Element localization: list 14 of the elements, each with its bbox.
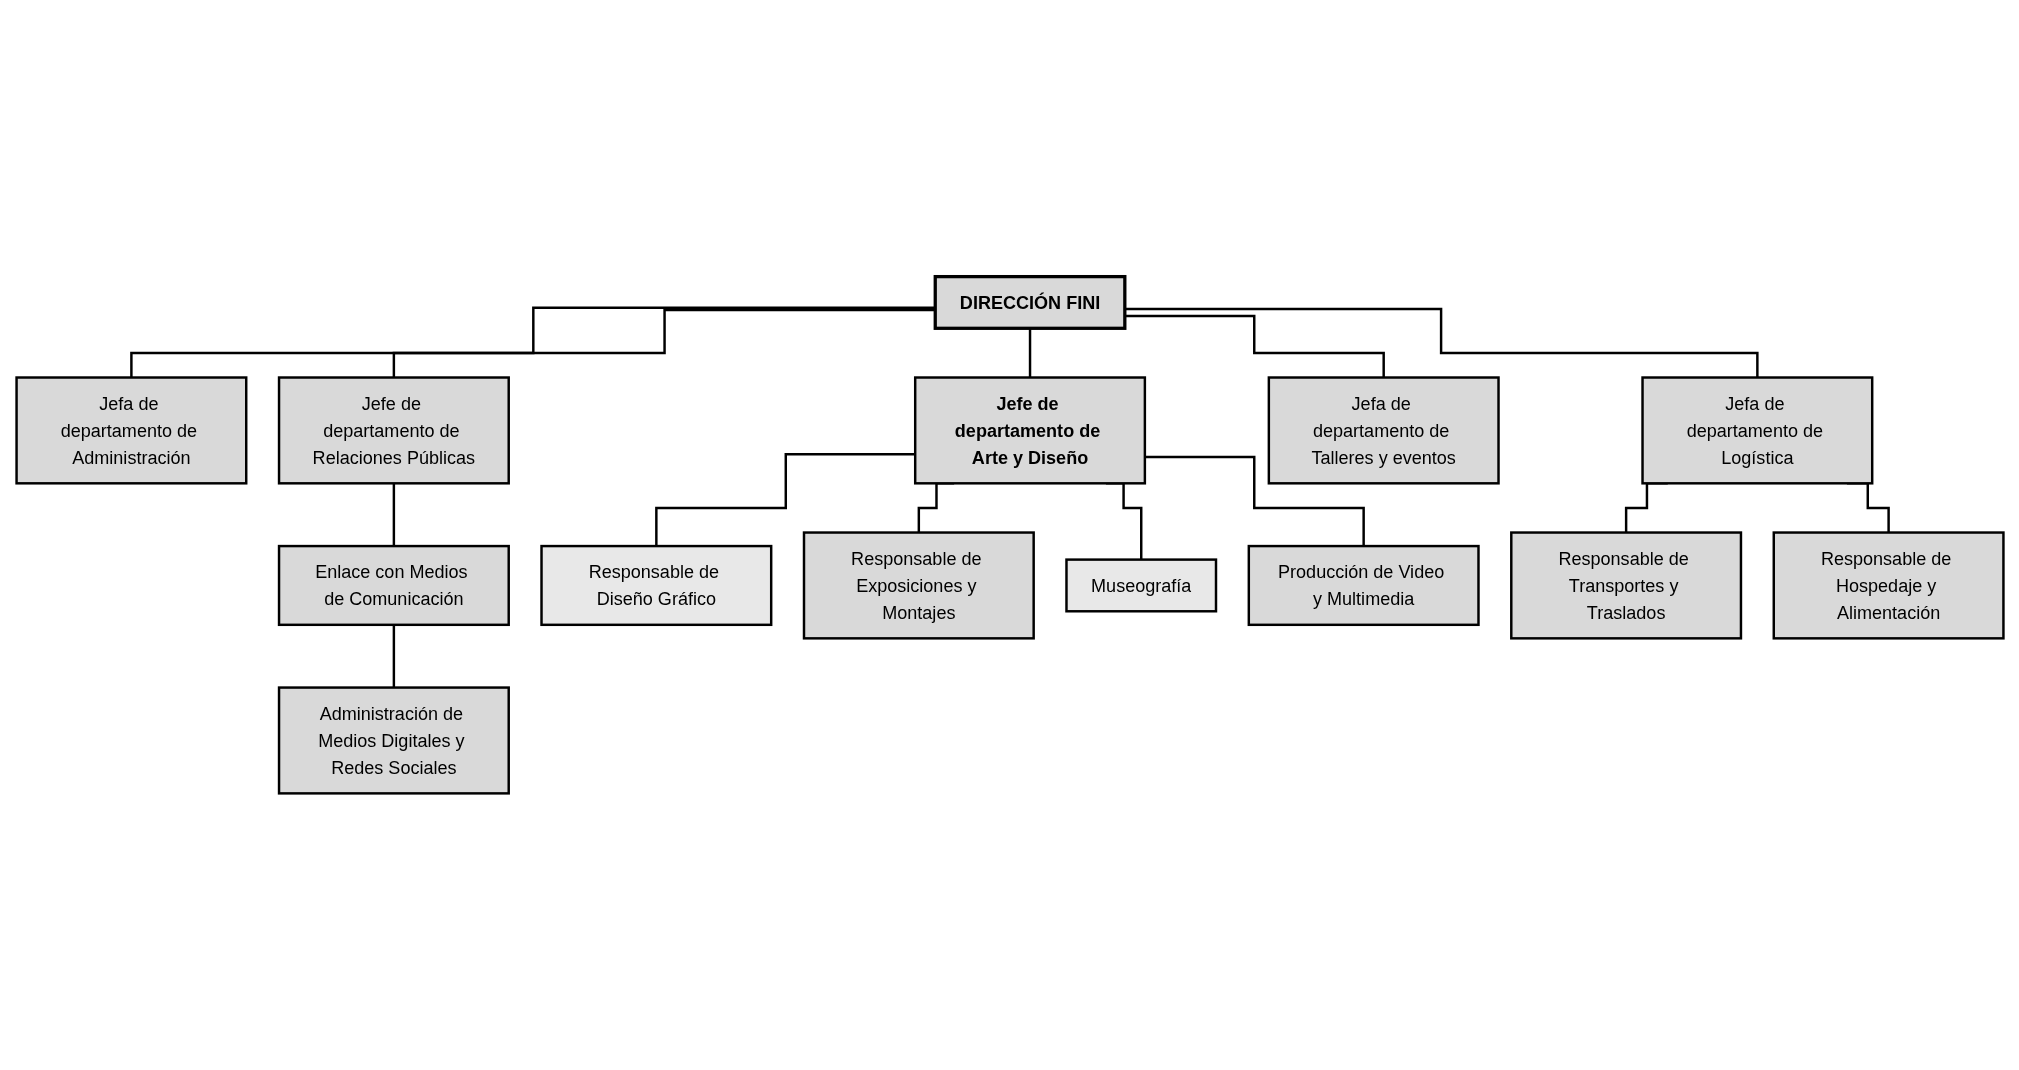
node-box: Museografía bbox=[1064, 558, 1217, 613]
node-box: DIRECCIÓN FINI bbox=[933, 275, 1126, 330]
node-box: Jefe de departamento de Arte y Diseño bbox=[913, 376, 1146, 485]
node-box: Jefa de departamento de Logística bbox=[1640, 376, 1873, 485]
node-box: Enlace con Medios de Comunicación bbox=[277, 544, 510, 627]
node-box: Responsable de Exposiciones y Montajes bbox=[802, 531, 1035, 640]
node-box: Jefe de departamento de Relaciones Públicas bbox=[277, 376, 510, 485]
node-box: Producción de Video y Multimedia bbox=[1247, 544, 1480, 627]
node-box: Jefa de departamento de Administración bbox=[14, 376, 247, 485]
node-box: Responsable de Hospedaje y Alimentación bbox=[1772, 531, 2005, 640]
node-box: Responsable de Diseño Gráfico bbox=[539, 544, 772, 627]
node-box: Responsable de Transportes y Traslados bbox=[1509, 531, 1742, 640]
node-box: Administración de Medios Digitales y Redes Sociales bbox=[277, 686, 510, 795]
node-box: Jefa de departamento de Talleres y eventos bbox=[1267, 376, 1500, 485]
